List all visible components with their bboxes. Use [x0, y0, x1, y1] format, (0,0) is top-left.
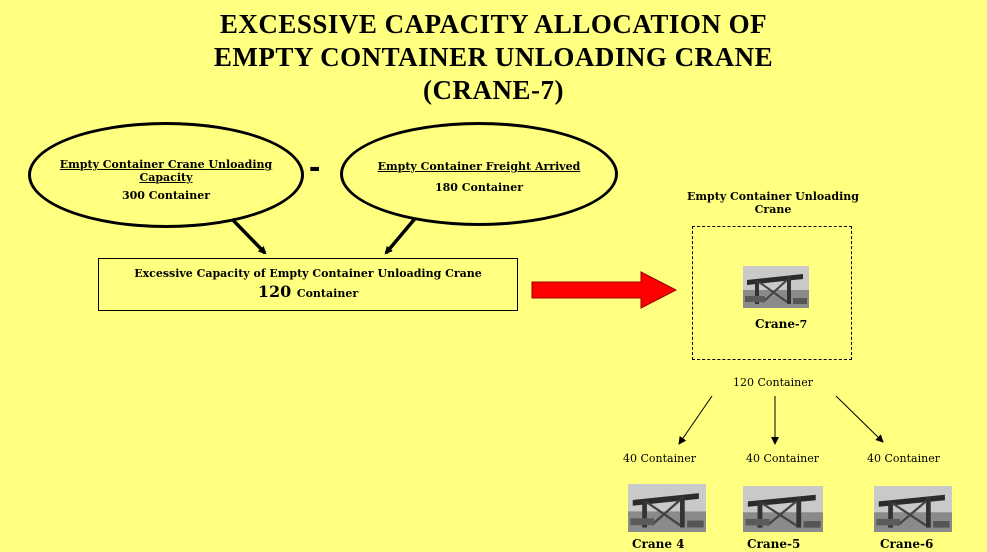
crane-6-photo-icon: [874, 486, 952, 532]
arrow-to-crane-6: [835, 395, 884, 443]
capacity-ellipse: Empty Container Crane Unloading Capacity…: [28, 122, 304, 228]
crane-7-prefix: Crane: [755, 317, 796, 331]
page-title: EXCESSIVE CAPACITY ALLOCATION OF EMPTY C…: [0, 8, 987, 107]
crane-7-label: Crane-7: [755, 317, 807, 331]
red-arrow: [531, 271, 678, 309]
title-line-2: EMPTY CONTAINER UNLOADING CRANE: [213, 42, 774, 72]
capacity-label-line-1: Empty Container Crane Unloading: [59, 158, 273, 171]
arrow-capacity-to-result: [228, 215, 267, 255]
arrived-value: 180 Container: [434, 181, 524, 194]
allocation-amount-1: 40 Container: [623, 452, 696, 465]
excess-label: Excessive Capacity of Empty Container Un…: [134, 267, 482, 280]
capacity-label-line-2: Capacity: [139, 171, 193, 184]
crane-5-label: Crane-5: [747, 537, 801, 551]
arrow-to-crane-4: [678, 395, 713, 445]
crane-4-label: Crane 4: [632, 537, 685, 551]
crane-6-label: Crane-6: [880, 537, 934, 551]
crane-7-suffix: -7: [795, 318, 808, 331]
crane-group-heading-line-2: Crane: [754, 203, 792, 216]
capacity-value: 300 Container: [121, 189, 211, 202]
title-line-1: EXCESSIVE CAPACITY ALLOCATION OF: [219, 9, 768, 39]
crane-5-photo-icon: [743, 486, 823, 532]
crane-7-frame: [692, 226, 852, 360]
title-line-3: (CRANE-7): [423, 75, 564, 105]
allocation-amount-3: 40 Container: [867, 452, 940, 465]
excess-unit: Container: [296, 287, 359, 300]
excess-capacity-box: Excessive Capacity of Empty Container Un…: [98, 258, 518, 311]
crane-group-heading: Empty Container Unloading Crane: [668, 190, 878, 216]
arrow-arrived-to-result: [384, 213, 420, 255]
excess-number: 120: [257, 282, 292, 301]
crane-group-heading-line-1: Empty Container Unloading: [687, 190, 859, 203]
crane-4-photo-icon: [628, 484, 706, 532]
total-allocation: 120 Container: [733, 376, 813, 389]
minus-operator: -: [309, 148, 321, 186]
arrived-ellipse: Empty Container Freight Arrived 180 Cont…: [340, 122, 618, 226]
arrived-label: Empty Container Freight Arrived: [377, 160, 581, 173]
crane-photo-icon: [743, 266, 809, 308]
allocation-amount-2: 40 Container: [746, 452, 819, 465]
